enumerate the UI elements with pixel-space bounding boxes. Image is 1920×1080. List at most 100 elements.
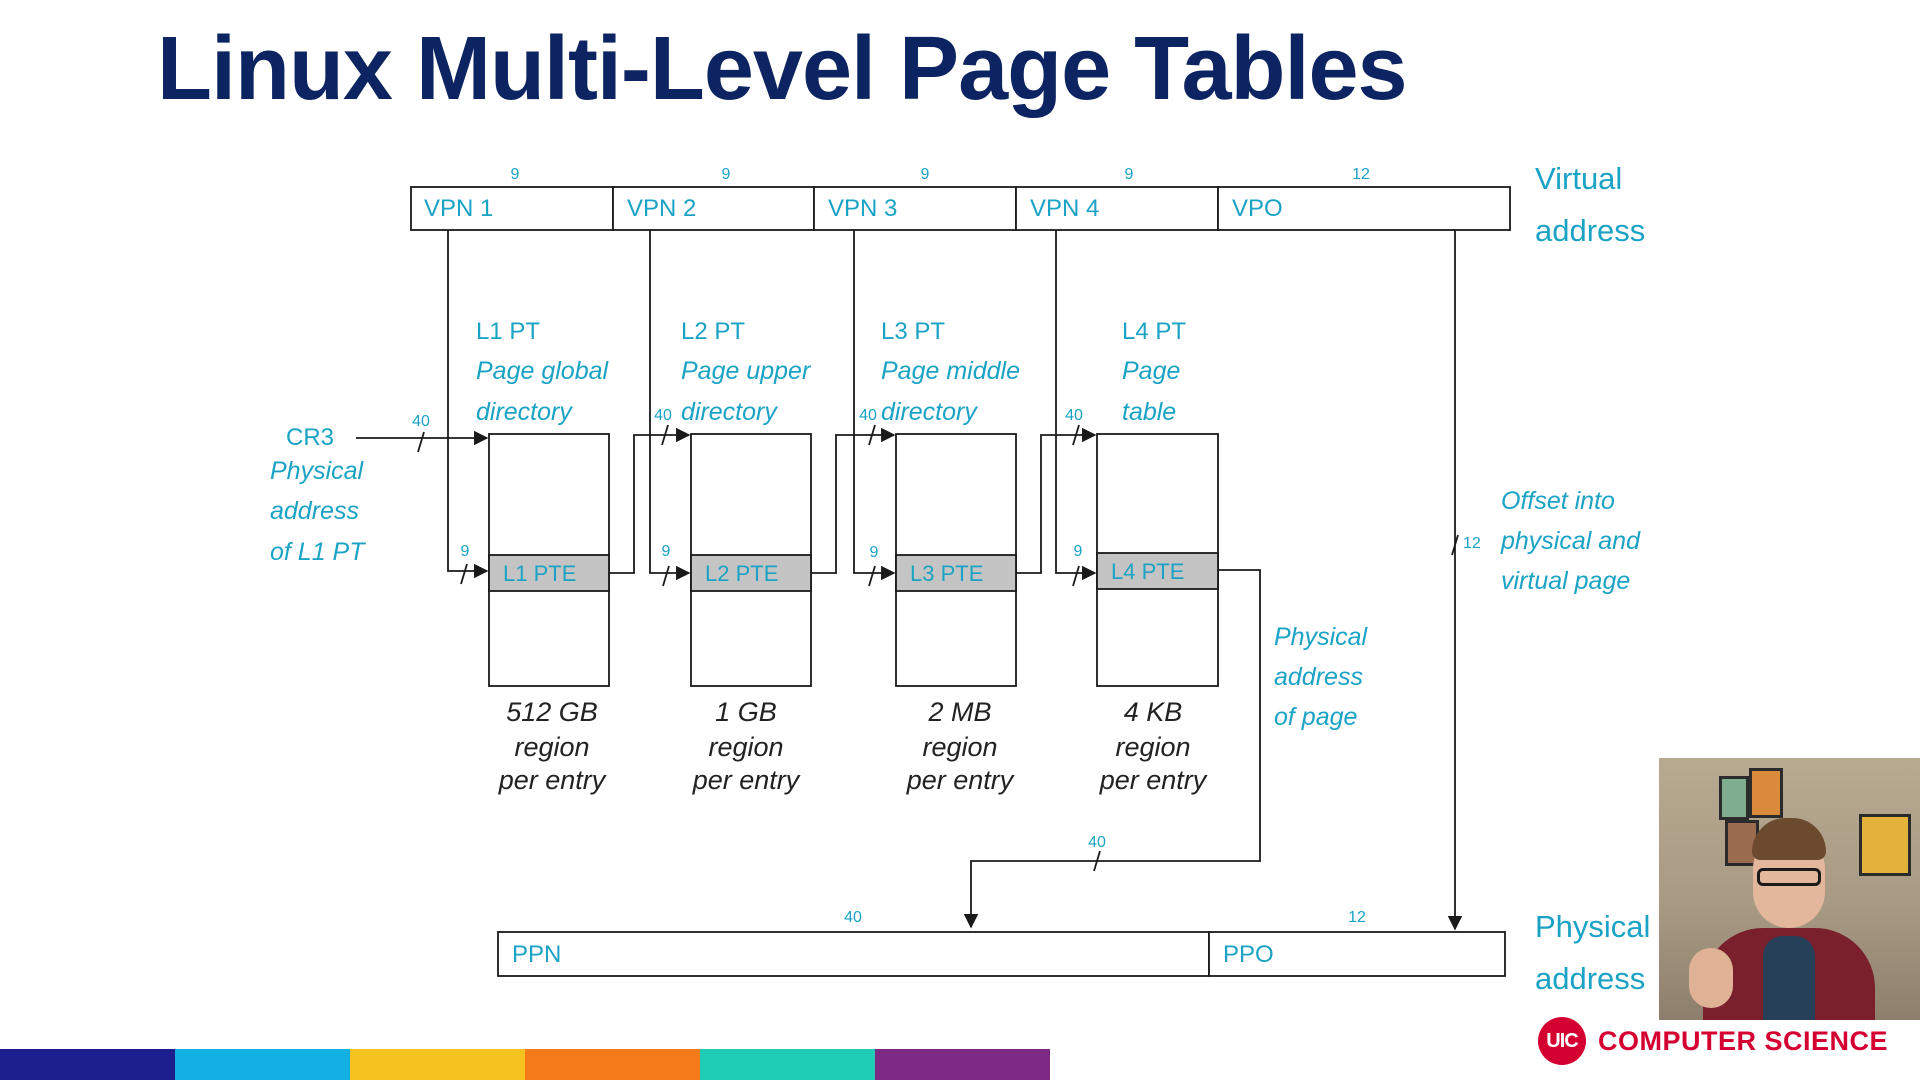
- vpn3-label: VPN 3: [828, 195, 897, 222]
- l4-pt-title: L4 PT: [1122, 318, 1186, 345]
- virtual-address-label-1: Virtual: [1535, 161, 1622, 196]
- presenter-hair: [1752, 818, 1826, 860]
- ppn-label: PPN: [512, 941, 561, 968]
- presenter-glasses: [1757, 868, 1821, 886]
- l1-region-2: region: [514, 732, 589, 762]
- l4-pte-label: L4 PTE: [1111, 559, 1184, 584]
- l3-pte-row: [895, 554, 1017, 592]
- vpo-label: VPO: [1232, 195, 1283, 222]
- virtual-address-bar: VPN 1 VPN 2 VPN 3 VPN 4 VPO 9 9 9 9 12: [410, 166, 1511, 231]
- l1-to-l2-arrow: [609, 427, 691, 574]
- brand-name: COMPUTER SCIENCE: [1598, 1025, 1889, 1056]
- color-strip-segment: [875, 1049, 1050, 1080]
- l1-index-tick: [460, 563, 468, 585]
- offset-note-1: Offset into: [1501, 487, 1615, 515]
- uic-logo: UIC: [1538, 1017, 1586, 1065]
- physical-address-label-2: address: [1535, 961, 1645, 996]
- presenter-shirt: [1763, 936, 1815, 1020]
- level-3: L3 PT Page middle directory L3 PTE 40 9 …: [811, 230, 1020, 795]
- l4-region-2: region: [1115, 732, 1190, 762]
- level-4: L4 PT Page table L4 PTE 40 9 4 KB region…: [1016, 230, 1219, 795]
- vpn3-bits: 9: [921, 166, 930, 183]
- l4-index-bits: 9: [1074, 543, 1083, 560]
- ppn-field: [497, 931, 1210, 977]
- vpn3-field: [813, 186, 1017, 231]
- vpn2-label: VPN 2: [627, 195, 696, 222]
- l3-region-3: per entry: [906, 765, 1015, 795]
- wall-frame: [1719, 776, 1749, 820]
- page-pa-label-3: of page: [1274, 703, 1357, 731]
- vpn2-bits: 9: [722, 166, 731, 183]
- l3-region-1: 2 MB: [927, 697, 991, 727]
- ppn-arrow: [963, 569, 1261, 929]
- cr3-desc-3: of L1 PT: [270, 538, 366, 566]
- l2-index-tick: [662, 565, 670, 587]
- l3-region-2: region: [922, 732, 997, 762]
- vpo-bits: 12: [1352, 166, 1370, 183]
- color-strip-segment: [525, 1049, 700, 1080]
- l2-region-1: 1 GB: [715, 697, 777, 727]
- l2-in-bits: 40: [654, 407, 672, 424]
- vpn4-label: VPN 4: [1030, 195, 1099, 222]
- vpn4-field: [1015, 186, 1219, 231]
- l3-index-tick: [868, 565, 876, 587]
- l2-pte-label: L2 PTE: [705, 561, 778, 586]
- l3-to-l4-arrow: [1016, 427, 1097, 574]
- vpn2-field: [612, 186, 815, 231]
- l3-pt-desc-1: Page middle: [881, 357, 1020, 385]
- wall-frame: [1859, 814, 1911, 876]
- wall-frame: [1749, 768, 1783, 818]
- vpn4-index-arrow: [1055, 230, 1097, 581]
- virtual-address-label-2: address: [1535, 213, 1645, 248]
- l4-pte-row: [1096, 552, 1219, 590]
- ppn-bus-bits: 40: [1088, 834, 1106, 851]
- level-2: L2 PT Page upper directory L2 PTE 40 9 1…: [609, 230, 812, 795]
- l3-in-tick: [868, 424, 876, 446]
- cr3-desc-1: Physical: [270, 457, 365, 485]
- l2-pt-title: L2 PT: [681, 318, 745, 345]
- page-pa-label-2: address: [1274, 663, 1363, 691]
- l2-in-tick: [661, 424, 669, 446]
- ppn-bus-tick: [1093, 850, 1101, 872]
- cr3-bits: 40: [412, 413, 430, 430]
- physical-address-bar: PPN PPO 40 12: [497, 909, 1506, 977]
- l4-region-1: 4 KB: [1124, 697, 1183, 727]
- vpn4-bits: 9: [1125, 166, 1134, 183]
- offset-bus-bits: 12: [1463, 535, 1481, 552]
- offset-note-3: virtual page: [1501, 567, 1630, 595]
- l2-index-bits: 9: [662, 543, 671, 560]
- l2-region-2: region: [708, 732, 783, 762]
- l2-pte-row: [690, 554, 812, 592]
- vpn1-field: [410, 186, 614, 231]
- l4-in-bits: 40: [1065, 407, 1083, 424]
- offset-bus-tick: [1451, 534, 1459, 556]
- l1-region-1: 512 GB: [506, 697, 598, 727]
- vpn1-bits: 9: [511, 166, 520, 183]
- l4-index-tick: [1072, 565, 1080, 587]
- ppo-label: PPO: [1223, 941, 1274, 968]
- color-strip-segment: [700, 1049, 875, 1080]
- vpn1-index-arrow: [447, 230, 489, 579]
- l1-index-bits: 9: [461, 543, 470, 560]
- ppo-field: [1208, 931, 1506, 977]
- l4-in-tick: [1072, 424, 1080, 446]
- l3-in-bits: 40: [859, 407, 877, 424]
- vpo-field: [1217, 186, 1511, 231]
- page-pa-label-1: Physical: [1274, 623, 1369, 651]
- l1-pte-label: L1 PTE: [503, 561, 576, 586]
- vpn3-index-arrow: [853, 230, 896, 581]
- physical-address-label-1: Physical: [1535, 909, 1650, 944]
- color-strip: [0, 1049, 1050, 1080]
- slide-title: Linux Multi-Level Page Tables: [157, 19, 1408, 119]
- cr3-label: CR3: [286, 424, 334, 451]
- l3-index-bits: 9: [870, 544, 879, 561]
- l2-pt-desc-2: directory: [681, 398, 778, 426]
- level-1: L1 PT Page global directory L1 PTE 9 512…: [447, 230, 610, 795]
- cr3-bus-tick: [417, 431, 425, 453]
- l1-pt-desc-2: directory: [476, 398, 573, 426]
- brand-footer: UIC COMPUTER SCIENCE: [1538, 1014, 1888, 1068]
- l4-pt-desc-2: table: [1122, 398, 1176, 426]
- l3-pt-desc-2: directory: [881, 398, 978, 426]
- l1-pt-desc-1: Page global: [476, 357, 610, 385]
- presenter-webcam: [1659, 758, 1920, 1020]
